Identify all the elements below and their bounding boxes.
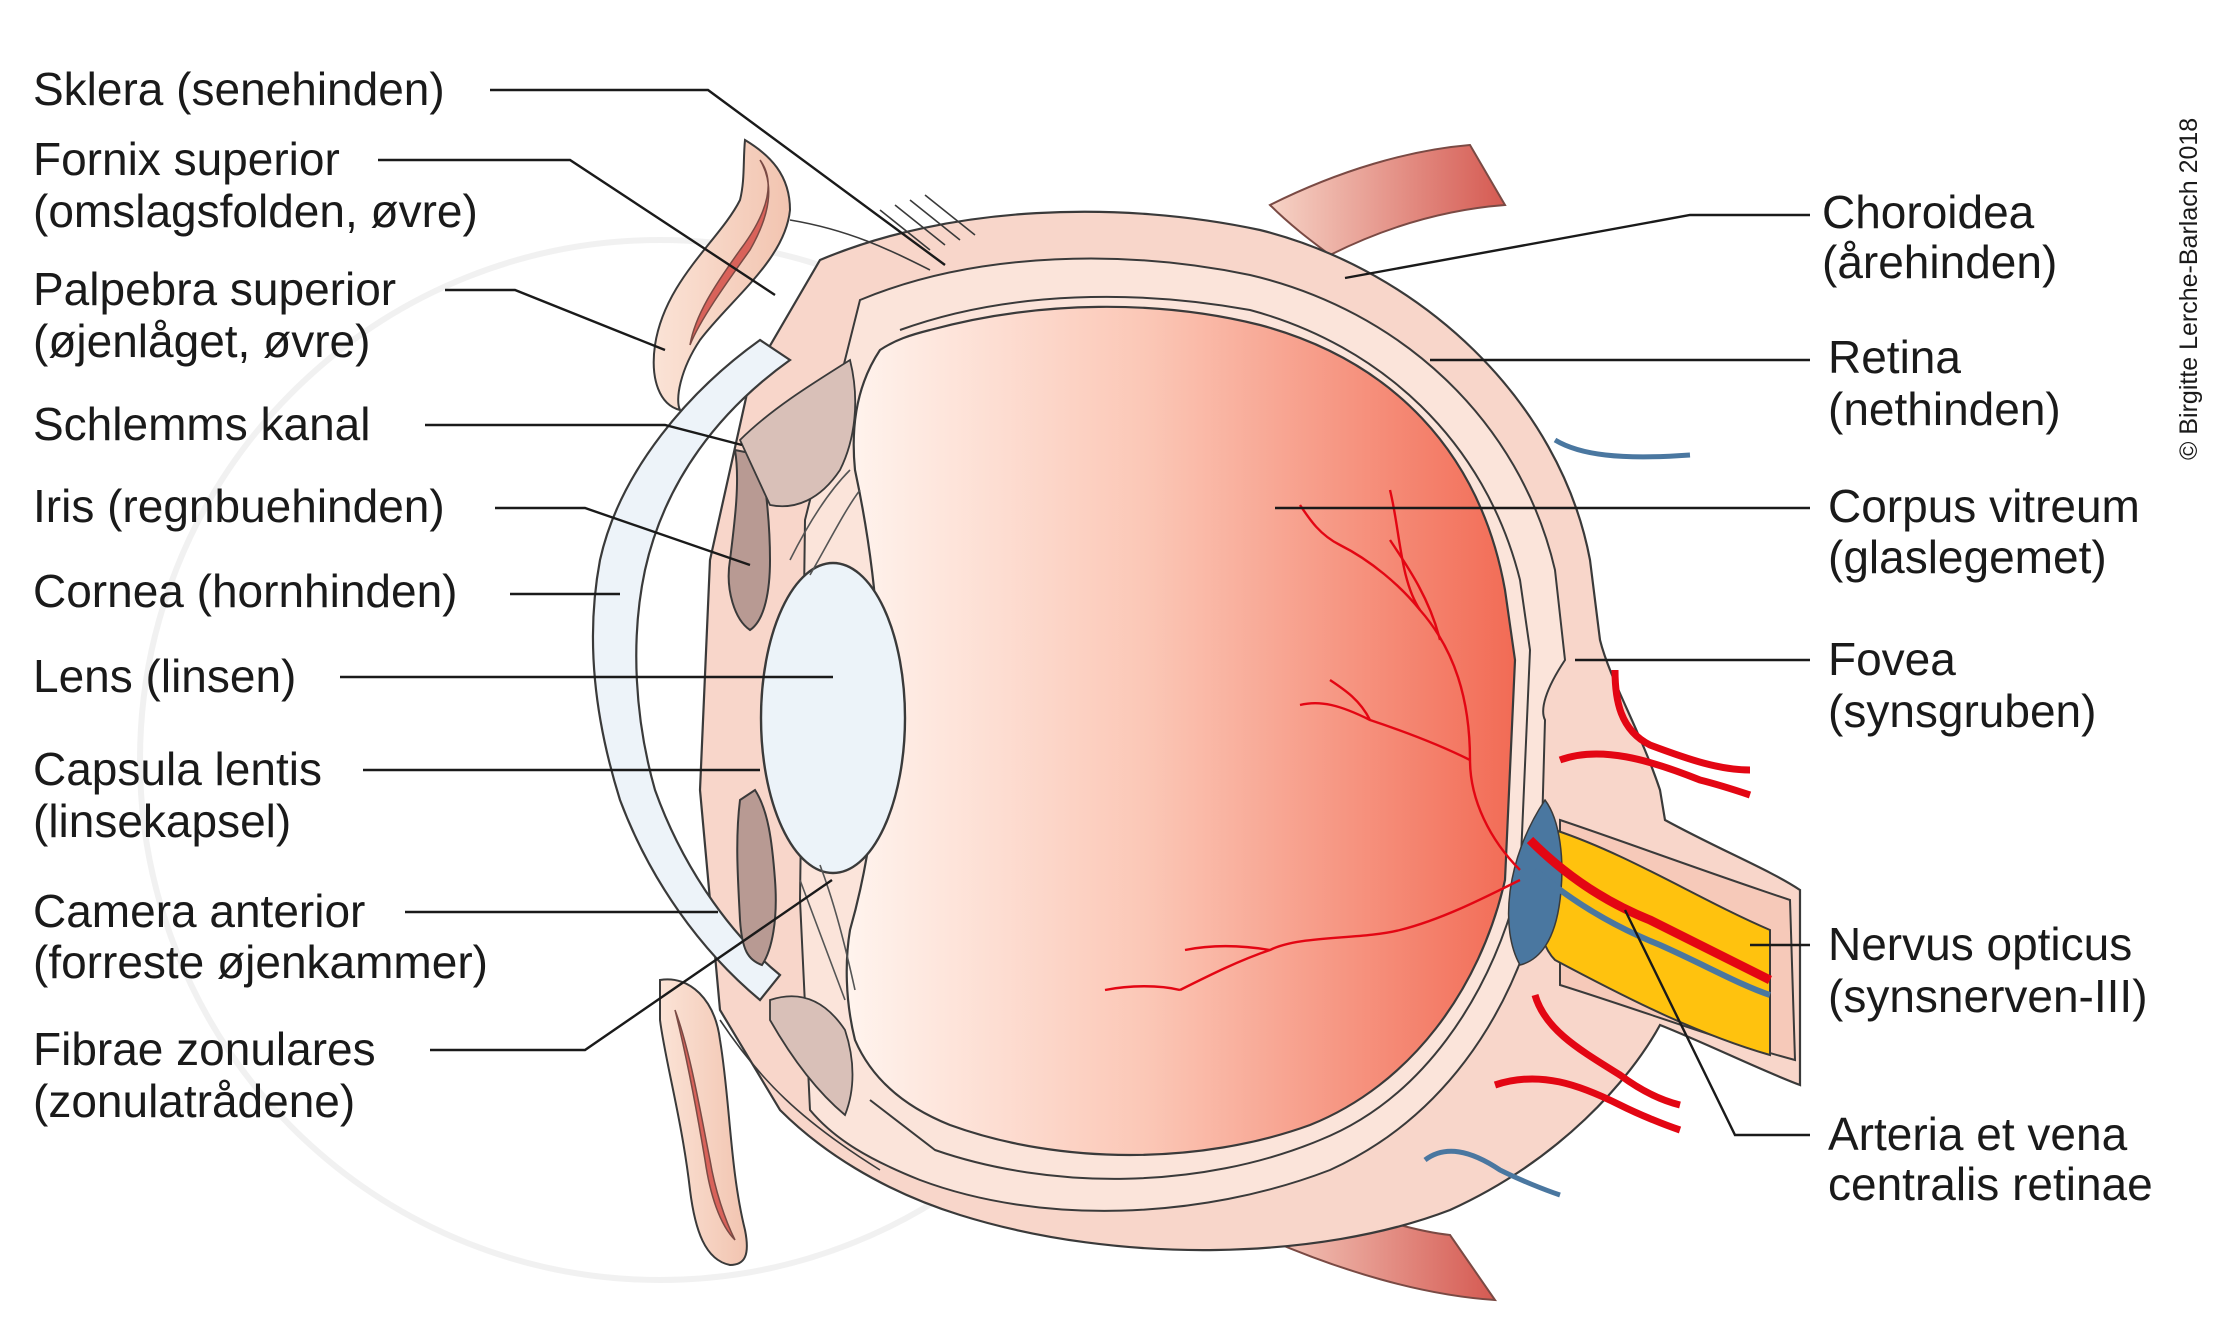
label-palpebra-sub: (øjenlåget, øvre) (33, 315, 370, 367)
label-capsula: Capsula lentis (33, 743, 322, 795)
leader-fibrae (430, 879, 833, 1052)
iris-lower (736, 788, 777, 967)
label-fornix: Fornix superior (33, 133, 340, 185)
label-schlemm: Schlemms kanal (33, 398, 370, 450)
zonular-fibres (789, 469, 861, 1001)
central-vein (1533, 867, 1771, 998)
upper-muscle (1268, 143, 1507, 257)
label-fornix-sub: (omslagsfolden, øvre) (33, 185, 478, 237)
leader-schlemm (425, 423, 743, 447)
label-fovea: Fovea (1828, 633, 1956, 685)
label-fibrae-sub: (zonulatrådene) (33, 1075, 355, 1127)
ciliary-body-upper (738, 358, 857, 508)
posterior-vessels (1423, 437, 1752, 1198)
labels-left: Sklera (senehinden) Fornix superior (oms… (33, 63, 488, 1127)
label-camera: Camera anterior (33, 885, 365, 937)
label-fovea-sub: (synsgruben) (1828, 685, 2096, 737)
cornea (591, 338, 792, 1002)
eyelid-lower-muscle (674, 1009, 736, 1241)
label-sclera: Sklera (senehinden) (33, 63, 445, 115)
vitreous-body (845, 305, 1517, 1157)
eyelid-upper-muscle (689, 159, 770, 346)
label-lens: Lens (linsen) (33, 650, 296, 702)
leader-iris (495, 506, 751, 567)
iris-upper (727, 448, 772, 632)
label-fibrae: Fibrae zonulares (33, 1023, 376, 1075)
leader-lines (340, 88, 1810, 1137)
label-nervus-sub: (synsnerven-III) (1828, 970, 2148, 1022)
retina-layer (869, 295, 1532, 1180)
conjunctiva (719, 194, 976, 1171)
leader-sclera (490, 88, 946, 266)
label-retina: Retina (1828, 331, 1961, 383)
label-retina-sub: (nethinden) (1828, 383, 2061, 435)
label-camera-sub: (forreste øjenkammer) (33, 936, 488, 988)
leader-arteria (1623, 909, 1810, 1137)
optic-disc (1507, 798, 1563, 966)
lens (759, 561, 907, 875)
label-choroidea: Choroidea (1822, 186, 2035, 238)
leader-palpebra (445, 288, 666, 352)
label-arteria-sub: centralis retinae (1828, 1158, 2153, 1210)
label-capsula-sub: (linsekapsel) (33, 795, 291, 847)
leader-fornix (378, 158, 776, 297)
label-cornea: Cornea (hornhinden) (33, 565, 458, 617)
label-iris: Iris (regnbuehinden) (33, 480, 445, 532)
label-choroidea-sub: (årehinden) (1822, 236, 2057, 288)
copyright: © Birgitte Lerche-Barlach 2018 (2175, 118, 2203, 460)
label-nervus: Nervus opticus (1828, 918, 2132, 970)
label-palpebra: Palpebra superior (33, 263, 396, 315)
ciliary-body-lower (769, 995, 854, 1117)
retinal-vessels (1104, 489, 1521, 992)
leader-choroidea (1344, 213, 1810, 280)
labels-right: Choroidea (årehinden) Retina (nethinden)… (1822, 186, 2153, 1210)
label-corpus: Corpus vitreum (1828, 480, 2140, 532)
label-corpus-sub: (glaslegemet) (1828, 531, 2107, 583)
central-artery (1526, 836, 1773, 985)
eyelid-lower (659, 978, 748, 1267)
label-arteria: Arteria et vena (1828, 1108, 2128, 1160)
